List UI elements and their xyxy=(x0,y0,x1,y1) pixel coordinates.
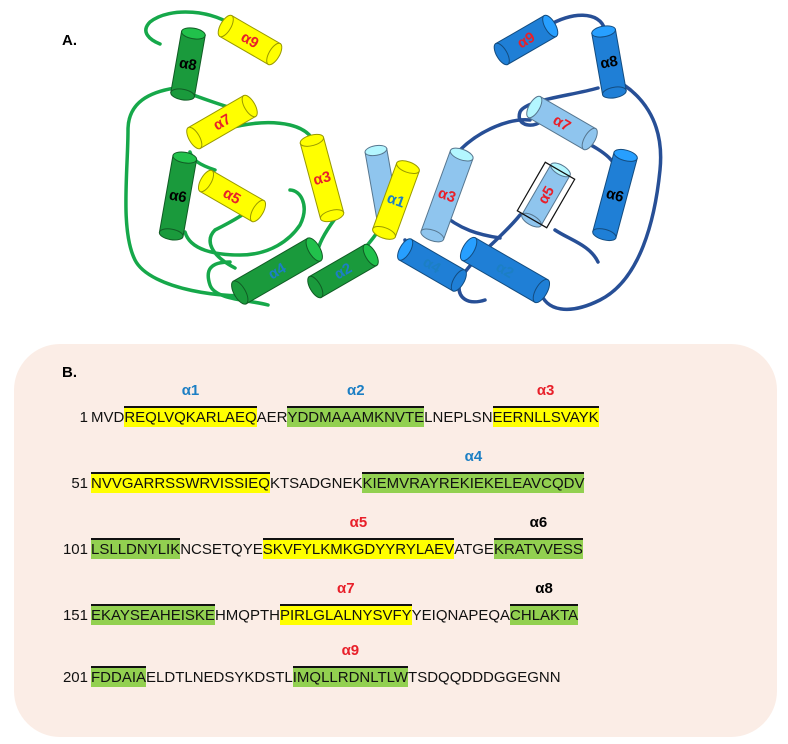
helix-cylinder-7 xyxy=(307,243,379,299)
helix-label-7: α2 xyxy=(331,260,355,284)
helix-name-label: α7 xyxy=(337,580,355,597)
loop-segment: NCSETQYE xyxy=(180,541,263,558)
helix-segment: EKAYSEAHEISKE xyxy=(91,604,215,625)
residue-number: 151 xyxy=(62,607,88,624)
helix-label-9: α2 xyxy=(493,259,517,283)
helix-cylinder-17 xyxy=(372,160,420,240)
helix-name-label: α3 xyxy=(536,382,555,399)
helix-label-13: α7 xyxy=(550,112,574,136)
helix-cylinder-14 xyxy=(591,25,627,99)
helix-label-15: α9 xyxy=(514,29,538,53)
loop-segment: AER xyxy=(256,409,288,426)
helix-cylinder-4 xyxy=(197,169,267,223)
helix-label-2: α7 xyxy=(210,111,234,135)
helix-label-10: α3 xyxy=(436,184,458,206)
topology-diagram: α8 α9 α7 α6 α5 α3 α4 α2 α4 α2 α3 α5 α6 α7 α8 α9 α1 xyxy=(124,10,663,312)
panel-b-label: B. xyxy=(62,364,77,381)
helix-cylinder-8 xyxy=(397,238,467,292)
helix-label-8: α4 xyxy=(420,254,444,278)
loop-segment: LNEPLSN xyxy=(424,409,493,426)
loop-segment: MVD xyxy=(91,409,125,426)
helix-label-14: α8 xyxy=(599,53,619,73)
loop-segment: YEIQNAPEQA xyxy=(411,607,511,624)
residue-number: 201 xyxy=(62,669,88,686)
helix-cylinder-2 xyxy=(186,94,258,150)
helix-label-12: α6 xyxy=(604,185,625,206)
helix-segment: NVVGARRSSWRVISSIEQ xyxy=(91,472,270,493)
alpha5-highlight-box xyxy=(516,161,576,229)
helix-name-label: α1 xyxy=(181,382,200,399)
loop-segment: KTSADGNEK xyxy=(269,475,363,492)
helix-cylinder-6 xyxy=(231,237,323,305)
helix-cylinder-0 xyxy=(170,27,206,101)
helix-label-3: α6 xyxy=(168,187,188,207)
loop-segment: TSDQQDDDGGEGNN xyxy=(408,669,561,686)
residue-number: 1 xyxy=(79,409,88,426)
loop-segment: HMQPTH xyxy=(214,607,280,624)
helix-name-label: α5 xyxy=(349,514,368,531)
helix-cylinder-10 xyxy=(420,147,474,243)
helix-label-5: α3 xyxy=(311,168,332,189)
helix-segment: LSLLDNYLIK xyxy=(91,538,181,559)
helix-cylinder-1 xyxy=(217,14,283,66)
helix-cylinder-5 xyxy=(299,133,345,223)
helix-cylinder-13 xyxy=(526,95,598,151)
helix-cylinder-15 xyxy=(493,14,559,66)
helix-name-label: α4 xyxy=(464,448,483,465)
panel-a-label: A. xyxy=(62,32,77,49)
helix-cylinder-9 xyxy=(459,236,551,304)
helix-name-label: α6 xyxy=(529,514,548,531)
helix-label-0: α8 xyxy=(178,55,198,75)
helix-label-17: α1 xyxy=(385,189,407,211)
helix-cylinder-12 xyxy=(592,148,638,242)
helix-cylinder-3 xyxy=(158,151,198,241)
residue-number: 51 xyxy=(71,475,88,492)
helix-label-6: α4 xyxy=(265,259,289,283)
loop-segment: ATGE xyxy=(454,541,494,558)
helix-label-1: α9 xyxy=(238,29,262,53)
helix-label-11: α5 xyxy=(535,183,559,207)
residue-number: 101 xyxy=(62,541,88,558)
helix-segment: FDDAIA xyxy=(91,666,147,687)
helix-label-4: α5 xyxy=(220,185,244,209)
helix-name-label: α2 xyxy=(347,382,365,399)
loop-segment: ELDTLNEDSYKDSTL xyxy=(146,669,293,686)
helix-name-label: α9 xyxy=(341,642,360,659)
helix-name-label: α8 xyxy=(535,580,553,597)
